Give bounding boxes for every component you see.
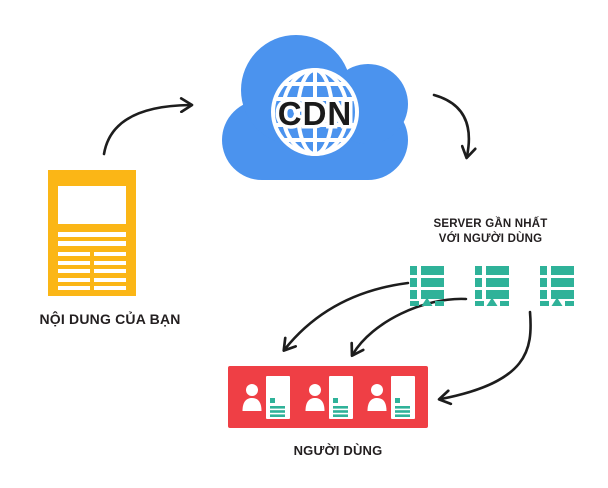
edge-servers-label-line1: SERVER GẦN NHẤT xyxy=(433,218,548,230)
content-page-icon xyxy=(266,375,291,419)
server-icon xyxy=(410,266,444,306)
server-group xyxy=(410,266,574,306)
arrow-server3-to-users xyxy=(437,310,532,406)
arrow-origin-to-cdn xyxy=(102,97,194,156)
users-label: NGƯỜI DÙNG xyxy=(293,443,383,458)
arrow-server2-to-users xyxy=(350,297,468,358)
server-icon xyxy=(540,266,574,306)
user-document-icon xyxy=(304,375,353,419)
origin-label: NỘI DUNG CỦA BẠN xyxy=(39,311,181,327)
globe-icon xyxy=(271,68,359,156)
users-panel xyxy=(228,366,428,428)
server-icon xyxy=(475,266,509,306)
user-icon xyxy=(367,383,387,411)
cdn-label: CDN xyxy=(278,95,353,132)
user-document-icon xyxy=(241,375,291,419)
edge-servers-label: SERVER GẦN NHẤT VỚI NGƯỜI DÙNG xyxy=(398,217,583,247)
arrow-cdn-to-servers xyxy=(432,93,477,160)
document-icon xyxy=(48,170,136,296)
edge-servers-label-line2: VỚI NGƯỜI DÙNG xyxy=(438,233,543,245)
content-page-icon xyxy=(328,375,353,419)
user-document-icon xyxy=(366,375,415,419)
cloud-globe-icon: CDN xyxy=(222,35,408,180)
content-page-icon xyxy=(390,375,415,419)
user-icon xyxy=(305,383,324,411)
user-icon xyxy=(242,383,262,411)
arrow-server1-to-users xyxy=(282,281,410,352)
